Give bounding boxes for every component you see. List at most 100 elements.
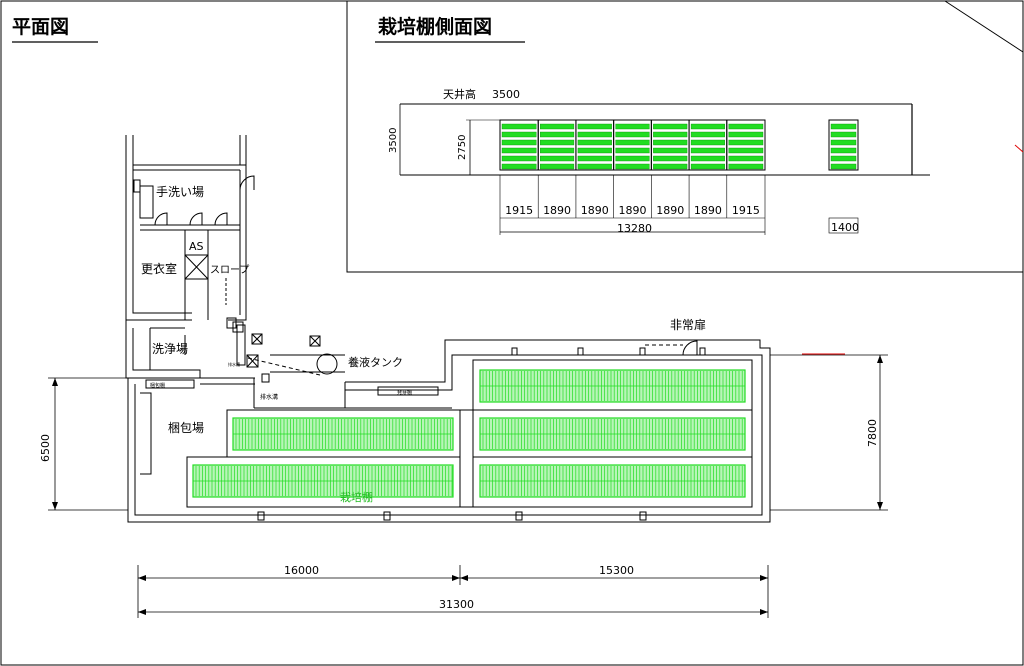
label-emergency-door: 非常扉 <box>670 318 706 332</box>
shelf-tier <box>690 139 725 146</box>
shelf-tier <box>690 123 725 130</box>
shelf-tier <box>615 147 650 154</box>
side-view-frame <box>346 1 1023 273</box>
shelf-tier <box>540 123 575 130</box>
shelf-bay <box>613 119 652 171</box>
bay-width-label: 1890 <box>694 204 722 217</box>
shelf-tier <box>501 155 537 162</box>
bay-width-label: 1915 <box>505 204 533 217</box>
shelf-tier <box>501 123 537 130</box>
dim-right-height: 7800 <box>866 419 879 447</box>
end-depth-box <box>828 217 859 234</box>
ceiling-label: 天井高 <box>443 87 476 101</box>
plan-dimensions <box>48 354 888 618</box>
shelf-bay <box>726 119 766 171</box>
bay-width-label: 1915 <box>732 204 760 217</box>
shelf-tier <box>653 155 688 162</box>
cultivation-bed <box>479 417 746 451</box>
shelf-tier <box>615 131 650 138</box>
room-as: AS <box>189 240 204 253</box>
shelf-tier <box>690 131 725 138</box>
end-view-shelf <box>828 119 859 171</box>
plan-view <box>125 135 771 523</box>
shelf-tier <box>728 163 764 170</box>
shelf-tier <box>653 131 688 138</box>
shelf-tier <box>690 163 725 170</box>
shelf-tier <box>501 139 537 146</box>
shelf-tier <box>577 131 612 138</box>
shelf-tier <box>577 163 612 170</box>
shelf-bay <box>650 119 690 171</box>
end-shelf-tier <box>830 155 857 162</box>
door-arc-handwash <box>239 175 255 191</box>
emergency-door-arc <box>682 340 698 356</box>
bay-width-label: 1890 <box>543 204 571 217</box>
shelf-tier <box>615 123 650 130</box>
shelf-tier <box>577 155 612 162</box>
shelf-tier <box>653 147 688 154</box>
shelf-tier <box>501 147 537 154</box>
cultivation-bed <box>232 417 454 451</box>
shelf-tier <box>615 155 650 162</box>
shelf-tier <box>615 163 650 170</box>
dim-right-width: 15300 <box>599 564 634 577</box>
room-changing: 更衣室 <box>141 261 177 276</box>
end-depth: 1400 <box>831 221 859 234</box>
shelf-tier <box>540 163 575 170</box>
dim-shelf-height: 2750 <box>457 135 468 160</box>
dim-left-width: 16000 <box>284 564 319 577</box>
red-leader-1 <box>1014 144 1024 153</box>
label-cultivation: 栽培棚 <box>340 490 373 504</box>
end-shelf-tier <box>830 163 857 170</box>
bay-width-label: 1890 <box>581 204 609 217</box>
shelf-tier <box>653 123 688 130</box>
dim-arrows <box>52 355 883 615</box>
shelf-bay <box>575 119 615 171</box>
room-slope: スロープ <box>210 264 249 276</box>
shelf-tier <box>577 147 612 154</box>
label-germination: 発芽棚 <box>397 389 412 396</box>
side-title: 栽培棚側面図 <box>378 15 492 38</box>
end-shelf-tier <box>830 131 857 138</box>
frame-diagonal <box>944 0 1024 53</box>
cultivation-beds <box>192 369 746 498</box>
label-drain: 排水溝 <box>260 393 278 401</box>
shelf-tier <box>577 123 612 130</box>
dim-room-height: 3500 <box>388 128 399 153</box>
shelf-bay <box>499 119 539 171</box>
plan-title: 平面図 <box>12 16 69 38</box>
room-packing: 梱包場 <box>168 421 204 435</box>
dim-total-width: 31300 <box>439 598 474 611</box>
shelf-tier <box>728 155 764 162</box>
shelf-bay <box>688 119 728 171</box>
cultivation-bed <box>192 464 454 498</box>
shelf-tier <box>690 147 725 154</box>
room-nutrient-tank: 養液タンク <box>348 355 403 369</box>
shelf-tier <box>577 139 612 146</box>
end-shelf-tier <box>830 147 857 154</box>
ceiling-height: 3500 <box>492 88 520 101</box>
label-small: 排水槽 <box>228 361 240 367</box>
shelf-tier <box>540 139 575 146</box>
bay-width-label: 1890 <box>619 204 647 217</box>
shelf-tier <box>728 123 764 130</box>
shelf-tier <box>501 163 537 170</box>
as-shaft <box>184 254 209 280</box>
cultivation-bed <box>479 369 746 403</box>
bay-width-label: 1890 <box>656 204 684 217</box>
shelf-tier <box>653 163 688 170</box>
dim-left-height: 6500 <box>39 434 52 462</box>
room-washing: 洗浄場 <box>152 342 188 356</box>
shelf-bay <box>537 119 577 171</box>
shelf-tier <box>728 147 764 154</box>
total-width: 13280 <box>617 222 652 235</box>
shelf-tier <box>540 147 575 154</box>
room-handwash: 手洗い場 <box>156 185 204 199</box>
wall-west-upper <box>125 135 192 321</box>
germination-shelf <box>377 386 439 396</box>
shelf-tier <box>501 131 537 138</box>
shelf-tier <box>540 155 575 162</box>
side-view: 天井高 3500 3500 2750 1915 1890 1890 1890 1890 1… <box>388 87 930 235</box>
shelf-tier <box>728 131 764 138</box>
